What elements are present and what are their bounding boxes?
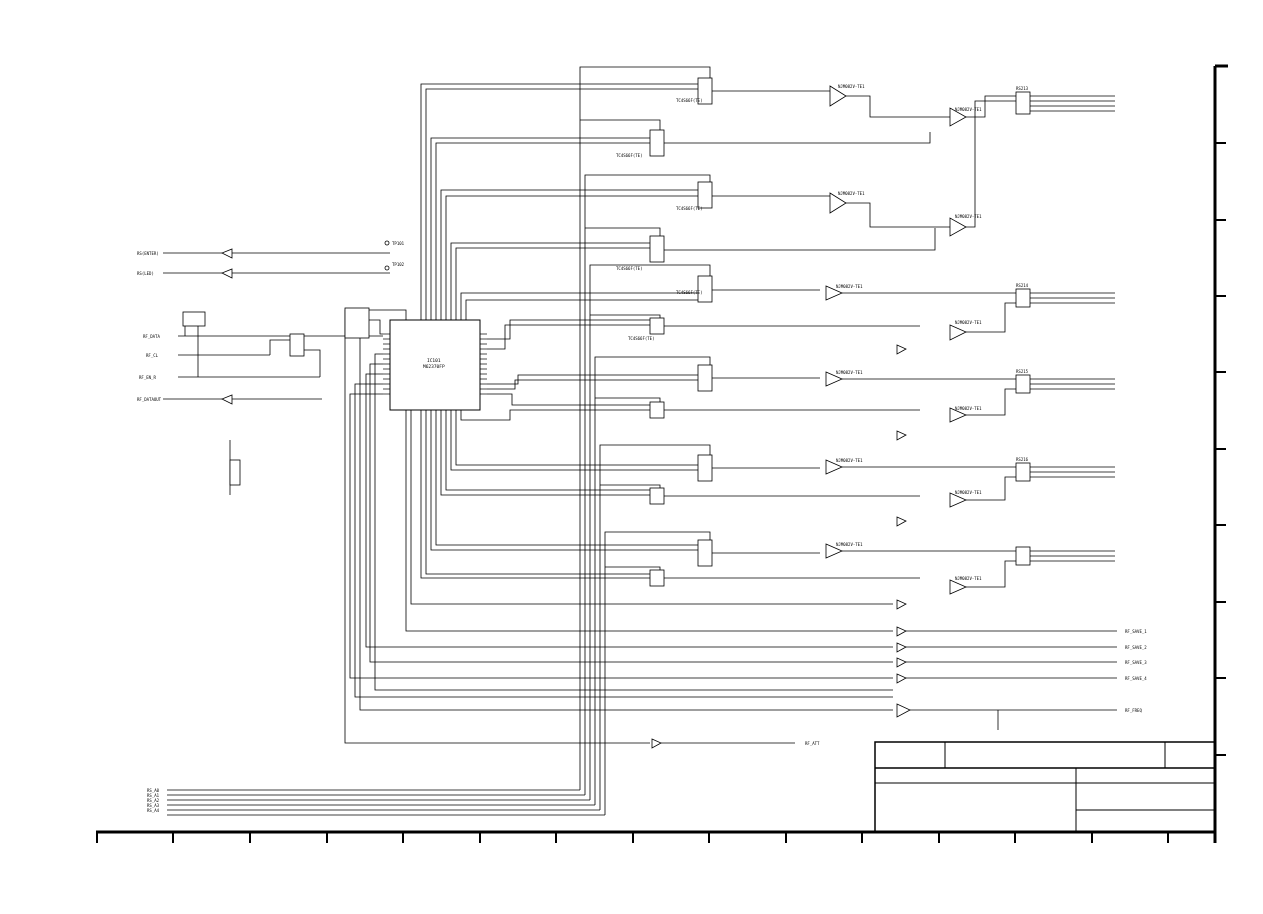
output-wires bbox=[661, 630, 1117, 744]
bus-label: RS_A0 bbox=[147, 788, 160, 793]
connectors bbox=[1015, 91, 1031, 566]
opamp-part: NJM082V-TE1 bbox=[955, 320, 982, 325]
opamp-part: NJM082V-TE1 bbox=[836, 542, 863, 547]
opamp-part: NJM082V-TE1 bbox=[838, 84, 865, 89]
connector-ref: RS216 bbox=[1016, 457, 1029, 462]
connector-ref: RS214 bbox=[1016, 283, 1029, 288]
connector-labels: RS213 RS214 RS215 RS216 bbox=[1016, 86, 1029, 462]
bus-wires bbox=[344, 66, 893, 815]
input-net: RF_DATAOUT bbox=[137, 397, 162, 402]
input-net: RS(ENTER) bbox=[137, 251, 159, 256]
switch-labels: TC4S66F(TE) TC4S66F(TE) TC4S66F(TE) TC4S… bbox=[616, 98, 703, 341]
switch-part: TC4S66F(TE) bbox=[616, 153, 643, 158]
output-net: RF_SAVE_4 bbox=[1125, 676, 1147, 681]
opamp-part: NJM082V-TE1 bbox=[955, 406, 982, 411]
input-net: RS(LED) bbox=[137, 271, 154, 276]
opamp-part: NJM082V-TE1 bbox=[836, 458, 863, 463]
output-buffers bbox=[651, 344, 911, 749]
left-buffers bbox=[182, 248, 305, 486]
test-point: TP102 bbox=[392, 262, 405, 267]
connector-ref: RS215 bbox=[1016, 369, 1029, 374]
opamps bbox=[825, 85, 967, 595]
bus-label: RS_A3 bbox=[147, 803, 160, 808]
analog-wires bbox=[664, 90, 936, 579]
output-net: RF_ATT bbox=[805, 741, 820, 746]
title-block bbox=[874, 741, 1216, 833]
bottom-bus-labels: RS_A0 RS_A1 RS_A2 RS_A3 RS_A4 bbox=[147, 788, 160, 813]
opamp-part: NJM082V-TE1 bbox=[955, 214, 982, 219]
left-labels: RS(ENTER) RS(LED) RF_DATA RF_CL RF_EN_R … bbox=[137, 241, 405, 402]
output-net: RF_FREQ bbox=[1125, 708, 1142, 713]
opamp-labels: NJM082V-TE1 NJM082V-TE1 NJM082V-TE1 NJM0… bbox=[836, 84, 982, 581]
left-wires bbox=[163, 252, 390, 495]
opamp-part: NJM082V-TE1 bbox=[836, 370, 863, 375]
output-net: RF_SAVE_2 bbox=[1125, 645, 1147, 650]
ic-header bbox=[344, 307, 370, 339]
output-labels: RF_SAVE_1 RF_SAVE_2 RF_SAVE_3 RF_SAVE_4 … bbox=[805, 629, 1147, 746]
input-net: RF_CL bbox=[146, 353, 159, 358]
switch-part: TC4S66F(TE) bbox=[676, 98, 703, 103]
output-net: RF_SAVE_3 bbox=[1125, 660, 1147, 665]
test-point-marks bbox=[384, 240, 390, 271]
ic-main-ref: IC101 bbox=[427, 358, 441, 364]
opamp-part: NJM082V-TE1 bbox=[955, 490, 982, 495]
opamp-part: NJM082V-TE1 bbox=[838, 191, 865, 196]
opamp-part: NJM082V-TE1 bbox=[955, 107, 982, 112]
opamp-part: NJM082V-TE1 bbox=[836, 284, 863, 289]
bus-label: RS_A4 bbox=[147, 808, 160, 813]
bottom-bus bbox=[167, 789, 605, 816]
output-net: RF_SAVE_1 bbox=[1125, 629, 1147, 634]
switch-blocks bbox=[649, 77, 713, 587]
switch-part: TC4S66F(TE) bbox=[676, 290, 703, 295]
input-net: RF_DATA bbox=[143, 334, 160, 339]
switch-part: TC4S66F(TE) bbox=[628, 336, 655, 341]
switch-part: TC4S66F(TE) bbox=[616, 266, 643, 271]
test-point: TP101 bbox=[392, 241, 405, 246]
ic-main: IC101 M62370FP bbox=[383, 319, 487, 411]
input-net: RF_EN_R bbox=[139, 375, 156, 380]
bottom-frame bbox=[96, 830, 1216, 843]
bus-label: RS_A2 bbox=[147, 798, 160, 803]
switch-part: TC4S66F(TE) bbox=[676, 206, 703, 211]
ic-main-part: M62370FP bbox=[423, 364, 445, 370]
bus-label: RS_A1 bbox=[147, 793, 160, 798]
opamp-part: NJM082V-TE1 bbox=[955, 576, 982, 581]
right-frame bbox=[1213, 64, 1228, 843]
connector-wires bbox=[842, 95, 1115, 588]
connector-ref: RS213 bbox=[1016, 86, 1029, 91]
